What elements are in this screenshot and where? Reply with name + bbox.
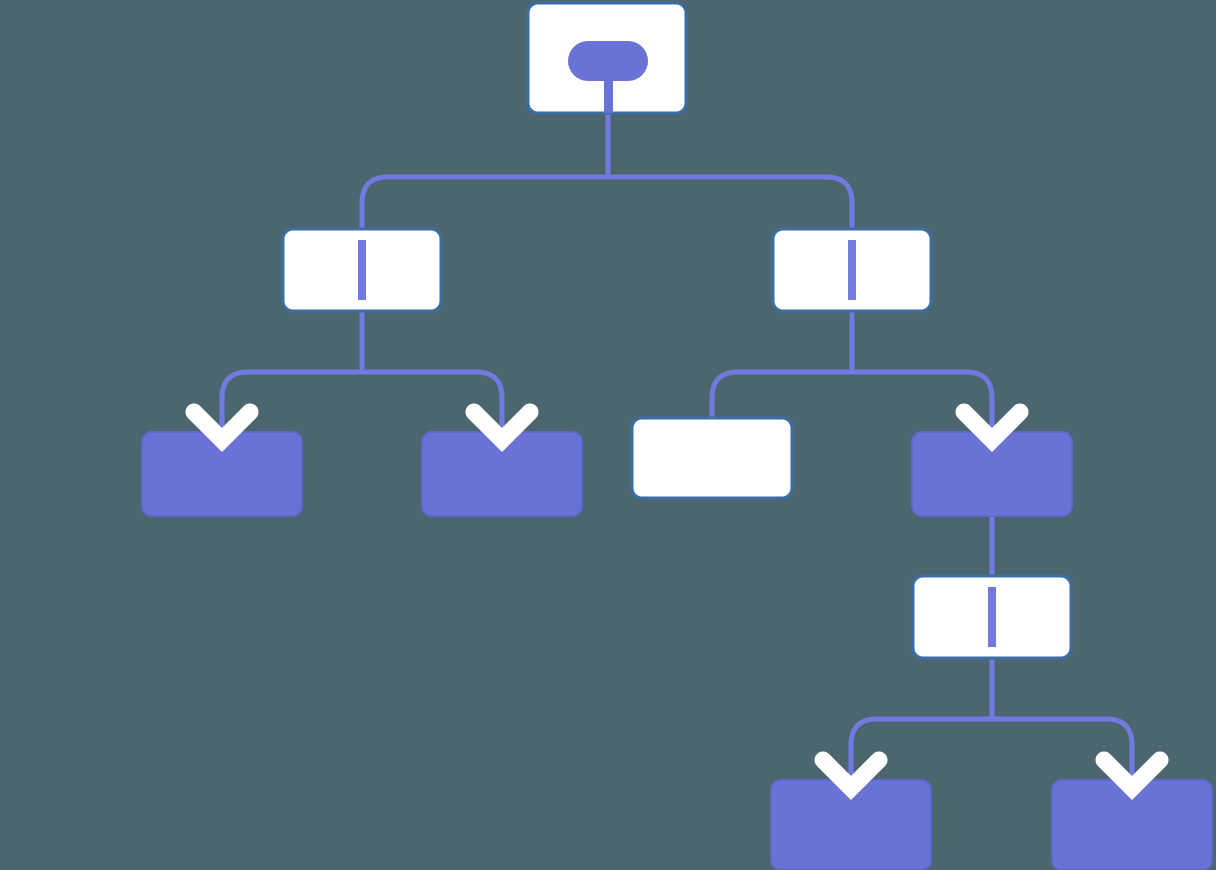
connector-root-to-level2-left: [359, 174, 608, 229]
root-node-pill-icon: [568, 41, 648, 81]
level4-white-node-divider-bar: [988, 587, 996, 647]
connector-level2-right-to-branch: [852, 369, 995, 440]
connector-level2-left-to-leaf-b: [362, 369, 505, 440]
arrow-layer: [185, 403, 1169, 801]
root-node-stem: [604, 75, 613, 113]
level2-left-node[interactable]: [281, 227, 443, 313]
level2-right-node[interactable]: [771, 227, 933, 313]
level2-right-node-divider-bar: [848, 240, 856, 300]
connector-level2-right-to-empty-box: [709, 369, 852, 418]
level3-empty-box-box[interactable]: [630, 416, 794, 500]
connector-level4-to-leaf-left: [848, 716, 992, 788]
level2-left-node-divider-bar: [358, 240, 366, 300]
arrow-marker-branch-chevron-down-icon: [955, 403, 1029, 453]
node-layer: [141, 1, 1213, 870]
root-node[interactable]: [526, 1, 688, 115]
level3-empty-box[interactable]: [630, 416, 794, 500]
arrow-marker-leaf-right-chevron-down-icon: [1095, 751, 1169, 801]
connector-level4-to-leaf-right: [992, 716, 1135, 788]
arrow-marker-leaf-left-chevron-down-icon: [814, 751, 888, 801]
connector-level2-left-to-leaf-a: [219, 369, 362, 440]
arrow-marker-leaf-b-chevron-down-icon: [465, 403, 539, 453]
connector-root-to-level2-right: [608, 174, 855, 229]
connector-layer: [219, 113, 1135, 788]
arrow-marker-leaf-a-chevron-down-icon: [185, 403, 259, 453]
level4-white-node[interactable]: [911, 574, 1073, 660]
